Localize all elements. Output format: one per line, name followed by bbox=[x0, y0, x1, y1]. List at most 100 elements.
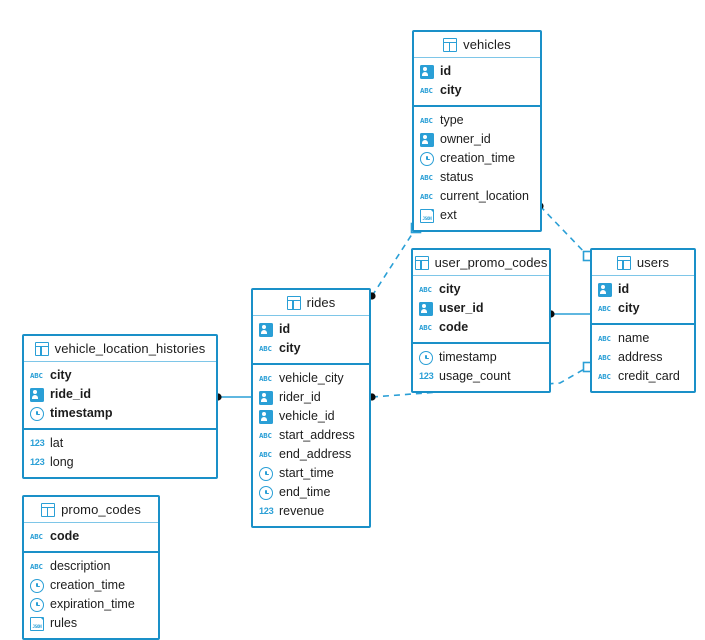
table-grid-icon bbox=[41, 502, 56, 517]
table-header-vehicles[interactable]: vehicles bbox=[414, 32, 540, 58]
field-label: id bbox=[279, 322, 291, 337]
field-label: code bbox=[50, 529, 80, 544]
field-row-user_promo_codes-user_id[interactable]: user_id bbox=[413, 299, 549, 318]
json-document-icon bbox=[420, 208, 434, 223]
field-label: city bbox=[279, 341, 301, 356]
rel-vlh-rides[interactable] bbox=[214, 393, 251, 401]
field-row-vehicle_location_histories-timestamp[interactable]: timestamp bbox=[24, 404, 216, 423]
field-row-users-name[interactable]: ABC name bbox=[592, 329, 694, 348]
table-title: user_promo_codes bbox=[434, 255, 548, 270]
field-label: vehicle_id bbox=[279, 409, 335, 424]
field-row-user_promo_codes-city[interactable]: ABC city bbox=[413, 280, 549, 299]
field-row-rides-revenue[interactable]: 123 revenue bbox=[253, 502, 369, 521]
clock-timestamp-icon bbox=[419, 350, 433, 365]
id-key-icon bbox=[30, 387, 44, 402]
field-row-rides-rider_id[interactable]: rider_id bbox=[253, 388, 369, 407]
field-row-vehicles-city[interactable]: ABC city bbox=[414, 81, 540, 100]
rel-upc-users[interactable] bbox=[547, 310, 590, 318]
field-label: name bbox=[618, 331, 650, 346]
field-label: city bbox=[618, 301, 640, 316]
table-header-vehicle_location_histories[interactable]: vehicle_location_histories bbox=[24, 336, 216, 362]
table-title: vehicle_location_histories bbox=[54, 341, 206, 356]
id-key-icon bbox=[419, 301, 433, 316]
id-key-icon bbox=[420, 64, 434, 79]
field-row-users-id[interactable]: id bbox=[592, 280, 694, 299]
clock-timestamp-icon bbox=[259, 466, 273, 481]
abc-text-icon: ABC bbox=[259, 373, 272, 383]
numeric-123-icon: 123 bbox=[259, 505, 274, 516]
field-label: end_address bbox=[279, 447, 352, 462]
field-row-users-city[interactable]: ABC city bbox=[592, 299, 694, 318]
field-label: timestamp bbox=[50, 406, 113, 421]
abc-text-icon: ABC bbox=[419, 284, 432, 294]
field-label: city bbox=[440, 83, 462, 98]
field-row-rides-start_time[interactable]: start_time bbox=[253, 464, 369, 483]
field-label: credit_card bbox=[618, 369, 680, 384]
id-key-icon bbox=[598, 282, 612, 297]
field-label: id bbox=[440, 64, 452, 79]
field-label: ride_id bbox=[50, 387, 91, 402]
field-label: city bbox=[439, 282, 461, 297]
id-key-icon bbox=[420, 132, 434, 147]
field-row-vehicles-id[interactable]: id bbox=[414, 62, 540, 81]
abc-text-icon: ABC bbox=[30, 561, 43, 571]
field-row-vehicles-owner_id[interactable]: owner_id bbox=[414, 130, 540, 149]
abc-text-icon: ABC bbox=[420, 85, 433, 95]
field-row-promo_codes-rules[interactable]: rules bbox=[24, 614, 158, 633]
field-row-promo_codes-expiration_time[interactable]: expiration_time bbox=[24, 595, 158, 614]
table-header-rides[interactable]: rides bbox=[253, 290, 369, 316]
id-key-icon bbox=[259, 322, 273, 337]
field-row-rides-id[interactable]: id bbox=[253, 320, 369, 339]
table-header-user_promo_codes[interactable]: user_promo_codes bbox=[413, 250, 549, 276]
field-label: address bbox=[618, 350, 663, 365]
abc-text-icon: ABC bbox=[598, 303, 611, 313]
clock-timestamp-icon bbox=[30, 578, 44, 593]
field-label: lat bbox=[50, 436, 64, 451]
field-label: creation_time bbox=[440, 151, 516, 166]
field-row-vehicles-ext[interactable]: ext bbox=[414, 206, 540, 225]
field-row-vehicles-creation_time[interactable]: creation_time bbox=[414, 149, 540, 168]
id-key-icon bbox=[259, 390, 273, 405]
abc-text-icon: ABC bbox=[420, 172, 433, 182]
table-header-users[interactable]: users bbox=[592, 250, 694, 276]
field-label: current_location bbox=[440, 189, 529, 204]
field-row-rides-vehicle_id[interactable]: vehicle_id bbox=[253, 407, 369, 426]
field-row-rides-end_time[interactable]: end_time bbox=[253, 483, 369, 502]
abc-text-icon: ABC bbox=[598, 333, 611, 343]
field-label: revenue bbox=[279, 504, 325, 519]
field-row-rides-city[interactable]: ABC city bbox=[253, 339, 369, 358]
field-label: long bbox=[50, 455, 74, 470]
table-grid-icon bbox=[616, 255, 631, 270]
table-header-promo_codes[interactable]: promo_codes bbox=[24, 497, 158, 523]
field-row-user_promo_codes-timestamp[interactable]: timestamp bbox=[413, 348, 549, 367]
clock-timestamp-icon bbox=[30, 406, 44, 421]
field-row-rides-end_address[interactable]: ABC end_address bbox=[253, 445, 369, 464]
abc-text-icon: ABC bbox=[259, 343, 272, 353]
field-row-promo_codes-creation_time[interactable]: creation_time bbox=[24, 576, 158, 595]
abc-text-icon: ABC bbox=[259, 449, 272, 459]
field-row-vehicle_location_histories-ride_id[interactable]: ride_id bbox=[24, 385, 216, 404]
